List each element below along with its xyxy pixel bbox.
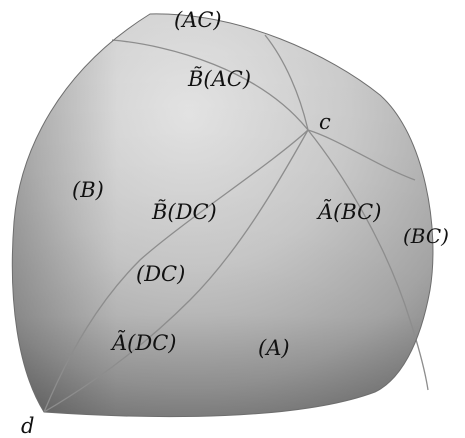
edge-dc: [43, 129, 309, 413]
label-bc: (BC): [403, 224, 449, 248]
label-a-tilde-dc: Ã(DC): [110, 331, 176, 355]
label-b-tilde-dc: B̃(DC): [151, 200, 217, 224]
surface-left-shading: [12, 13, 433, 417]
label-b: (B): [72, 178, 104, 202]
edge-bc: [307, 129, 429, 391]
edge-a-tilde-dc: [43, 129, 309, 413]
label-b-tilde-ac: B̃(AC): [187, 67, 251, 91]
label-c: c: [319, 110, 331, 134]
surface-outline: [11, 13, 434, 418]
edge-b-tilde-ac: [264, 34, 309, 131]
label-a: (A): [258, 336, 290, 360]
label-a-tilde-bc: Ã(BC): [316, 200, 381, 224]
edge-a-tilde-bc: [307, 129, 416, 181]
label-d: d: [21, 414, 34, 438]
label-ac: (AC): [174, 8, 222, 32]
edge-ac: [111, 39, 309, 131]
label-dc: (DC): [136, 262, 185, 286]
